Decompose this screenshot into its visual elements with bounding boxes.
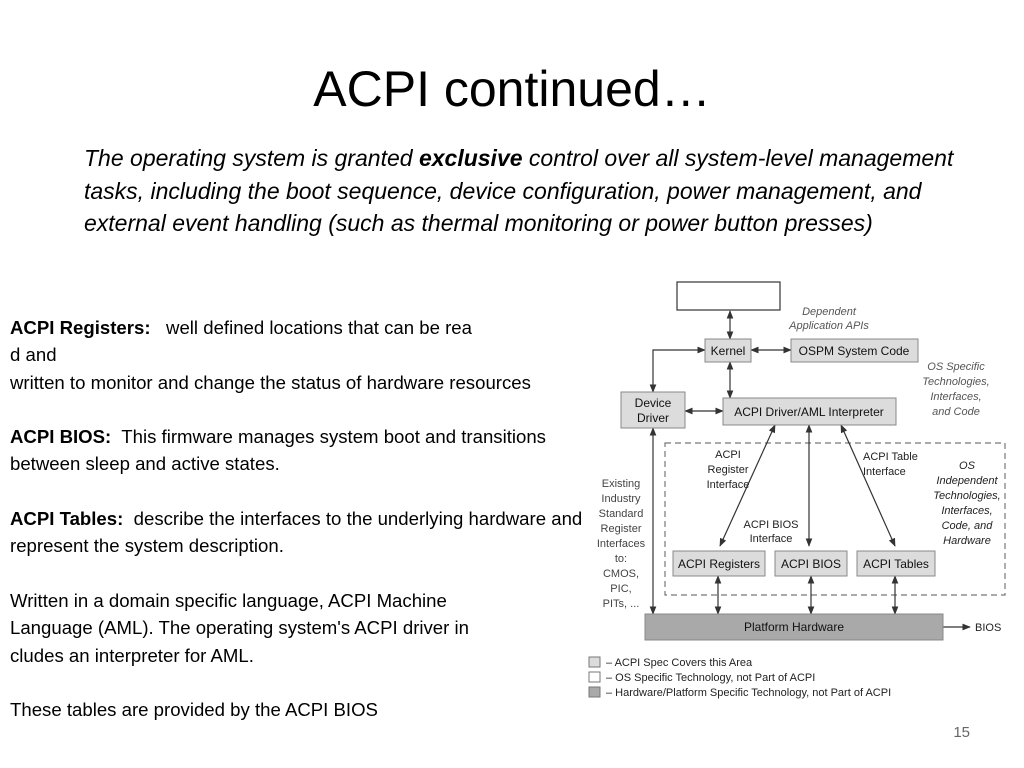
provided-paragraph: These tables are provided by the ACPI BI… <box>10 699 378 721</box>
register-interface-arrow <box>719 424 776 547</box>
registers-line-1: well defined locations that can be rea <box>166 317 472 338</box>
intro-text-start: The operating system is granted <box>84 145 419 171</box>
dependent-label-2: Application APIs <box>788 320 869 332</box>
acpi-bios-box <box>774 550 848 577</box>
device-driver-label-2: Driver <box>637 411 669 425</box>
bios-interface-label: ACPI BIOS Interface <box>743 519 798 545</box>
kernel-label: Kernel <box>711 344 746 358</box>
dependent-label-1: Dependent <box>802 306 857 318</box>
acpi-registers-label: ACPI Registers <box>678 557 760 571</box>
acpi-driver-box <box>722 397 897 426</box>
existing-interfaces-line-2: Industry <box>601 493 641 505</box>
register-interface-line-3: Interface <box>707 479 750 491</box>
legend-item-hardware: – Hardware/Platform Specific Technology,… <box>606 687 891 699</box>
os-independent-line-5: Code, and <box>942 520 994 532</box>
os-independent-line-6: Hardware <box>943 535 991 547</box>
registers-term: ACPI Registers: <box>10 317 151 338</box>
acpi-tables-label: ACPI Tables <box>863 557 929 571</box>
tables-text: describe the interfaces to the underlyin… <box>10 508 583 557</box>
platform-hardware-label: Platform Hardware <box>744 620 844 634</box>
existing-interfaces-line-8: PIC, <box>610 583 631 595</box>
intro-text-end: control over all system-level management… <box>84 145 954 236</box>
existing-interfaces-line-7: CMOS, <box>603 568 639 580</box>
bios-interface-line-2: Interface <box>750 533 793 545</box>
ospm-box <box>790 338 919 363</box>
existing-interfaces-line-5: Interfaces <box>597 538 646 550</box>
existing-interfaces-label: ExistingIndustryStandardRegisterInterfac… <box>597 478 646 610</box>
existing-interfaces-line-3: Standard <box>599 508 644 520</box>
registers-paragraph: ACPI Registers: well defined locations t… <box>10 314 585 396</box>
register-interface-line-1: ACPI <box>715 449 741 461</box>
device-driver-box <box>620 391 686 429</box>
aml-line-2: Language (AML). The operating system's A… <box>10 617 469 639</box>
aml-line-1: Written in a domain specific language, A… <box>10 589 447 611</box>
registers-line-3: written to monitor and change the status… <box>10 371 531 393</box>
bios-paragraph: ACPI BIOS: This firmware manages system … <box>10 423 585 478</box>
acpi-region-dashed <box>664 442 1006 596</box>
os-independent-line-3: Technologies, <box>933 490 1000 502</box>
aml-paragraph: Written in a domain specific language, A… <box>10 587 585 669</box>
legend-swatch-os <box>588 671 601 683</box>
existing-interfaces-line-6: to: <box>615 553 627 565</box>
os-specific-line-2: Technologies, <box>922 376 989 388</box>
os-independent-line-4: Interfaces, <box>941 505 992 517</box>
acpi-registers-box <box>672 550 766 577</box>
tables-term: ACPI Tables: <box>10 508 124 530</box>
table-interface-line-2: Interface <box>863 466 906 478</box>
legend-item-acpi: – ACPI Spec Covers this Area <box>606 657 753 669</box>
bios-term: ACPI BIOS: <box>10 426 112 448</box>
left-column: ACPI Registers: well defined locations t… <box>10 314 585 751</box>
intro-paragraph: The operating system is granted exclusiv… <box>84 142 964 240</box>
bios-interface-line-1: ACPI BIOS <box>743 519 798 531</box>
os-specific-line-3: Interfaces, <box>930 391 981 403</box>
ospm-label: OSPM System Code <box>799 344 910 358</box>
slide-title: ACPI continued… <box>313 61 711 117</box>
kernel-box <box>704 338 752 363</box>
acpi-tables-box <box>856 550 936 577</box>
device-driver-label-1: Device <box>635 396 672 410</box>
platform-hardware-box <box>644 613 944 641</box>
intro-emphasis: exclusive <box>418 145 523 171</box>
acpi-bios-label: ACPI BIOS <box>781 557 841 571</box>
acpi-architecture-diagram: Kernel OSPM System Code Device Driver AC… <box>588 281 1006 699</box>
os-specific-line-1: OS Specific <box>927 361 985 373</box>
bios-text: This firmware manages system boot and tr… <box>10 426 546 475</box>
existing-interfaces-line-4: Register <box>601 523 642 535</box>
aml-line-3: cludes an interpreter for AML. <box>10 644 254 666</box>
os-independent-line-2: Independent <box>936 475 998 487</box>
existing-interfaces-line-1: Existing <box>602 478 641 490</box>
acpi-driver-label: ACPI Driver/AML Interpreter <box>734 405 884 419</box>
application-box <box>676 281 781 311</box>
existing-interfaces-line-9: PITs, ... <box>603 598 640 610</box>
table-interface-arrow <box>840 424 896 547</box>
tables-paragraph: ACPI Tables: describe the interfaces to … <box>10 505 585 560</box>
register-interface-line-2: Register <box>708 464 749 476</box>
os-specific-line-4: and Code <box>932 406 980 418</box>
legend-swatch-hardware <box>588 686 601 698</box>
bios-out-label: BIOS <box>975 622 1001 634</box>
kernel-devdriver-arrow <box>649 346 706 393</box>
os-independent-line-1: OS <box>959 460 976 472</box>
table-interface-line-1: ACPI Table <box>863 451 918 463</box>
page-number: 15 <box>953 724 970 741</box>
legend-swatch-acpi <box>588 656 601 668</box>
legend-item-os: – OS Specific Technology, not Part of AC… <box>606 672 815 684</box>
registers-line-2: d and <box>10 344 57 366</box>
